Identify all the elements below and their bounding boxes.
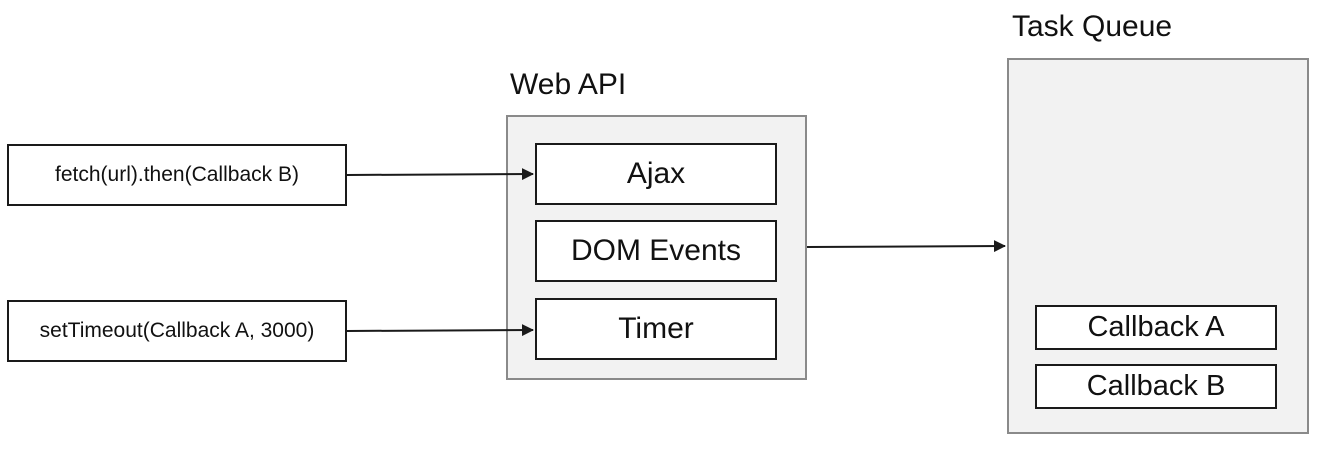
settimeout-call-label: setTimeout(Callback A, 3000) [39, 319, 315, 342]
web-api-title: Web API [510, 68, 627, 101]
web-api-item-label: Timer [618, 312, 694, 345]
task-queue-item-label: Callback B [1086, 370, 1226, 402]
arrow-fetch-to-ajax [346, 168, 534, 181]
fetch-call-box: fetch(url).then(Callback B) [7, 144, 347, 206]
task-queue-item-callback-b: Callback B [1035, 364, 1277, 409]
web-api-item-timer: Timer [535, 298, 777, 360]
fetch-call-label: fetch(url).then(Callback B) [55, 163, 299, 186]
settimeout-call-box: setTimeout(Callback A, 3000) [7, 300, 347, 362]
arrow-settimeout-to-timer [346, 324, 534, 337]
arrow-web-api-to-task-queue [806, 240, 1006, 253]
web-api-item-label: Ajax [626, 157, 686, 190]
web-api-item-ajax: Ajax [535, 143, 777, 205]
task-queue-title: Task Queue [1012, 10, 1173, 43]
task-queue-item-callback-a: Callback A [1035, 305, 1277, 350]
task-queue-item-label: Callback A [1087, 311, 1225, 343]
web-api-item-label: DOM Events [570, 234, 742, 267]
web-api-item-dom-events: DOM Events [535, 220, 777, 282]
